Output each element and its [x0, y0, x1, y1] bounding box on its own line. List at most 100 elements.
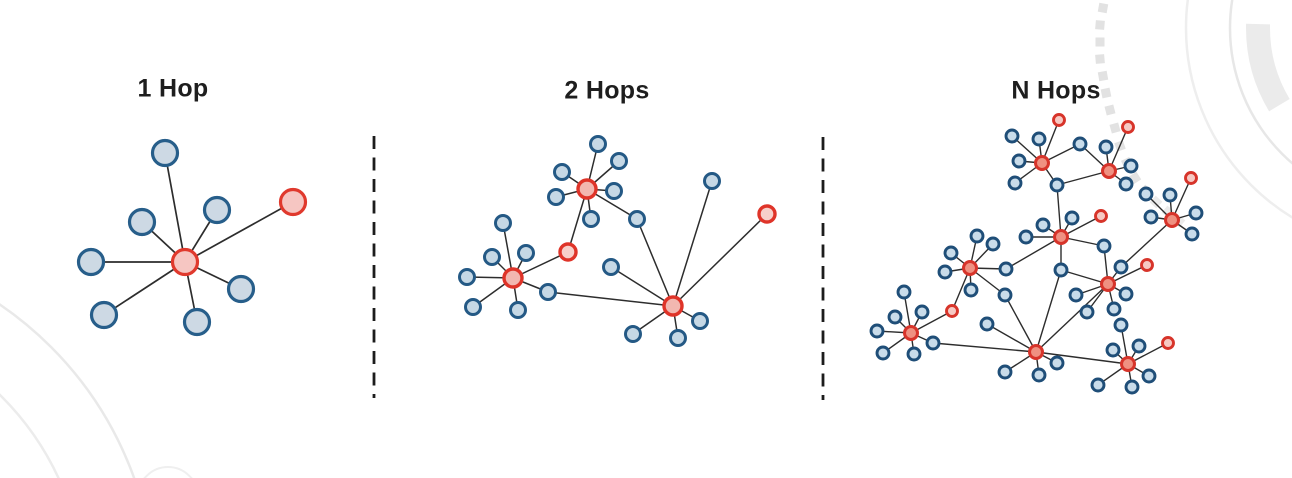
two-hops-node-s1: [602, 258, 620, 276]
n-hops-node-h4: [1049, 355, 1065, 371]
n-hops-node-c4: [1188, 205, 1204, 221]
n-hops-node-e4: [985, 236, 1001, 252]
section-title-n-hops: N Hops: [1011, 76, 1101, 105]
two-hops-node-p4: [547, 188, 565, 206]
n-hops-node-c5: [1184, 226, 1200, 242]
n-hops-node-rD: [1094, 209, 1108, 223]
n-hops-node-i5: [1090, 377, 1106, 393]
n-hops-node-b3: [1118, 176, 1134, 192]
edge-D-de: [1005, 236, 1062, 270]
n-hops-node-E: [962, 260, 978, 276]
n-hops-node-abd: [1049, 177, 1065, 193]
n-hops-node-B: [1101, 163, 1117, 179]
n-hops-node-i6: [1113, 317, 1129, 333]
edge-H1-RM: [567, 188, 588, 253]
n-hops-node-cf: [1113, 259, 1129, 275]
two-hops-node-r7: [539, 283, 557, 301]
n-hops-node-d3: [1064, 210, 1080, 226]
two-hops-node-p5: [605, 182, 623, 200]
n-hops-node-I: [1120, 356, 1136, 372]
n-hops-node-rF: [1140, 258, 1154, 272]
dotted-trail-square: [1149, 195, 1163, 209]
two-hops-node-s4: [624, 325, 642, 343]
two-hops-node-q1: [628, 210, 646, 228]
n-hops-node-f3: [1106, 301, 1122, 317]
n-hops-node-g6: [906, 346, 922, 362]
two-hops-node-H1: [576, 178, 598, 200]
n-hops-node-g2: [914, 304, 930, 320]
dotted-trail-square: [1097, 2, 1109, 14]
edge-db-F: [1060, 269, 1109, 285]
n-hops-node-rEG: [945, 304, 959, 318]
two-hops-node-r3: [517, 244, 535, 262]
n-hops-node-i1: [1105, 342, 1121, 358]
n-hops-node-f4: [1118, 286, 1134, 302]
two-hops-node-r4: [458, 268, 476, 286]
n-hops-node-gh: [925, 335, 941, 351]
edge-eh-H: [1004, 294, 1037, 353]
n-hops-node-F: [1100, 276, 1116, 292]
one-hop-node-n4: [89, 300, 119, 330]
n-hops-node-H: [1028, 344, 1044, 360]
dotted-trail-square: [1095, 20, 1105, 30]
two-hops-node-r6: [509, 301, 527, 319]
two-hops-node-s5: [703, 172, 721, 190]
n-hops-node-d2: [1035, 217, 1051, 233]
n-hops-node-rB: [1121, 120, 1135, 134]
one-hop-node-n5: [182, 307, 212, 337]
dotted-trail-square: [1109, 122, 1121, 134]
two-hops-node-r5: [464, 298, 482, 316]
graph-two-hops: [458, 135, 777, 347]
edge-c0-n4: [103, 261, 186, 316]
n-hops-node-h1: [979, 316, 995, 332]
two-hops-node-H3: [662, 295, 684, 317]
one-hop-node-n3: [76, 247, 106, 277]
n-hops-node-a2: [1031, 131, 1047, 147]
n-hops-node-i4: [1124, 379, 1140, 395]
n-hops-node-a1: [1004, 128, 1020, 144]
n-hops-node-db: [1053, 262, 1069, 278]
one-hop-node-c0: [170, 247, 200, 277]
n-hops-node-e5: [963, 282, 979, 298]
n-hops-node-i2: [1131, 338, 1147, 354]
n-hops-node-c1: [1138, 186, 1154, 202]
n-hops-node-c3: [1143, 209, 1159, 225]
n-hops-node-f2: [1079, 304, 1095, 320]
two-hops-nodes: [458, 135, 777, 347]
two-hops-node-H2: [502, 267, 524, 289]
edge-H3-q1: [636, 218, 674, 307]
two-hops-node-p2: [610, 152, 628, 170]
n-hops-node-c2: [1162, 187, 1178, 203]
n-hops-node-eh: [997, 287, 1013, 303]
n-hops-node-G: [903, 325, 919, 341]
n-hops-node-f1: [1068, 287, 1084, 303]
dotted-trail-square: [1100, 87, 1112, 99]
n-hops-node-rC: [1184, 171, 1198, 185]
two-hops-node-s2: [691, 312, 709, 330]
edge-gh-H: [932, 342, 1037, 353]
dotted-trail-square: [1095, 37, 1105, 47]
n-hops-nodes: [869, 113, 1204, 395]
two-hops-node-RL: [757, 204, 777, 224]
n-hops-node-ab: [1072, 136, 1088, 152]
n-hops-node-A: [1034, 155, 1050, 171]
n-hops-node-g3: [887, 309, 903, 325]
n-hops-node-a4: [1007, 175, 1023, 191]
one-hop-node-n6: [226, 274, 256, 304]
n-hops-node-rI: [1161, 336, 1175, 350]
n-hops-node-de: [998, 261, 1014, 277]
one-hop-node-n2: [127, 207, 157, 237]
two-hops-node-p1: [589, 135, 607, 153]
dotted-trail-square: [1095, 54, 1105, 64]
n-hops-node-d1: [1018, 229, 1034, 245]
one-hop-edges: [90, 152, 294, 323]
n-hops-node-g4: [869, 323, 885, 339]
edge-H3-s1: [610, 266, 674, 307]
edge-c0-n1: [164, 152, 186, 263]
edge-db-H: [1035, 269, 1062, 353]
edge-H-I: [1035, 351, 1129, 365]
n-hops-node-i3: [1141, 368, 1157, 384]
one-hop-node-n7: [202, 195, 232, 225]
